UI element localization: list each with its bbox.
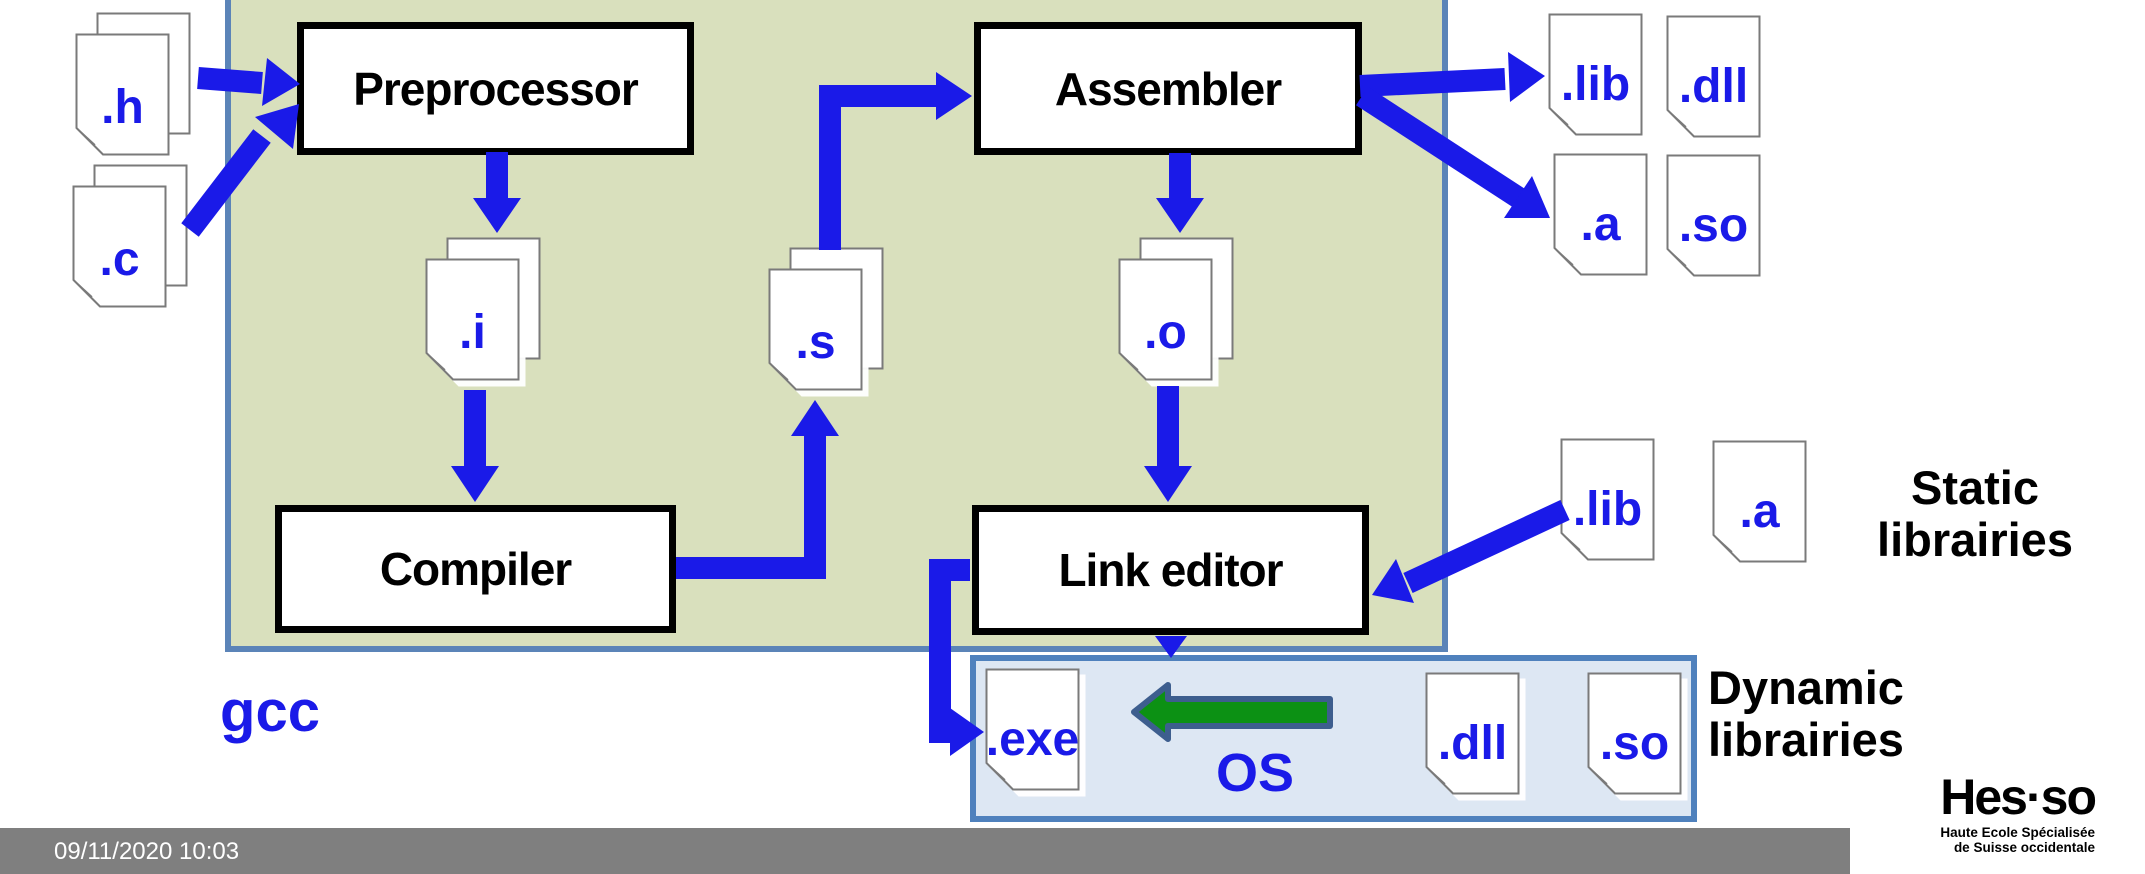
file-page-icon (985, 668, 1080, 791)
assembler-box-label: Assembler (1054, 62, 1282, 115)
document-a-output: .a (1553, 153, 1648, 276)
document-so-runtime: .so (1587, 672, 1682, 795)
file-page-icon (1666, 15, 1761, 138)
static-libraries-line2: librairies (1877, 513, 2073, 566)
compiler-box: Compiler (275, 505, 676, 633)
link-editor-box: Link editor (972, 505, 1369, 635)
dynamic-libraries-line2: librairies (1708, 713, 1904, 766)
file-page-icon (1712, 440, 1807, 563)
dynamic-libraries-line1: Dynamic (1708, 661, 1904, 714)
compiler-box-label: Compiler (379, 543, 572, 595)
os-runtime-box (970, 655, 1697, 822)
file-page-icon (72, 185, 167, 308)
link-editor-box-label: Link editor (1058, 544, 1283, 596)
hes-so-logo-text: Hes·so (1940, 769, 2097, 825)
document-o-file: .o (1118, 237, 1234, 381)
assembler-box: Assembler (974, 22, 1362, 155)
document-c-file: .c (72, 164, 188, 308)
file-page-icon (1118, 258, 1213, 381)
preprocessor-box-label: Preprocessor (353, 62, 639, 115)
document-s-file: .s (768, 247, 884, 391)
document-lib-output: .lib (1548, 13, 1643, 136)
document-lib-static: .lib (1560, 438, 1655, 561)
file-page-icon (1548, 13, 1643, 136)
hes-so-logo: Hes·so Haute Ecole Spécialisée de Suisse… (1795, 769, 2097, 855)
document-exe-file: .exe (985, 668, 1080, 791)
hes-so-tagline-line1: Haute Ecole Spécialisée (1940, 825, 2095, 840)
document-dll-output: .dll (1666, 15, 1761, 138)
file-page-icon (768, 268, 863, 391)
file-page-icon (1553, 153, 1648, 276)
dynamic-libraries-label: Dynamic librairies (1708, 662, 2028, 766)
document-so-output: .so (1666, 154, 1761, 277)
file-page-icon (425, 258, 520, 381)
document-i-file: .i (425, 237, 541, 381)
preprocessor-box: Preprocessor (297, 22, 694, 155)
document-dll-runtime: .dll (1425, 672, 1520, 795)
static-libraries-line1: Static (1911, 461, 2039, 514)
file-page-icon (1560, 438, 1655, 561)
os-label: OS (1215, 743, 1295, 803)
footer-timestamp: 09/11/2020 10:03 (54, 838, 240, 865)
file-page-icon (1425, 672, 1520, 795)
static-libraries-label: Static librairies (1855, 462, 2095, 566)
footer-bar (0, 828, 1850, 874)
file-page-icon (75, 33, 170, 156)
file-page-icon (1666, 154, 1761, 277)
document-a-static: .a (1712, 440, 1807, 563)
file-page-icon (1587, 672, 1682, 795)
gcc-label: gcc (220, 679, 320, 744)
document-h-file: .h (75, 12, 191, 156)
hes-so-tagline-line2: de Suisse occidentale (1953, 840, 2095, 855)
